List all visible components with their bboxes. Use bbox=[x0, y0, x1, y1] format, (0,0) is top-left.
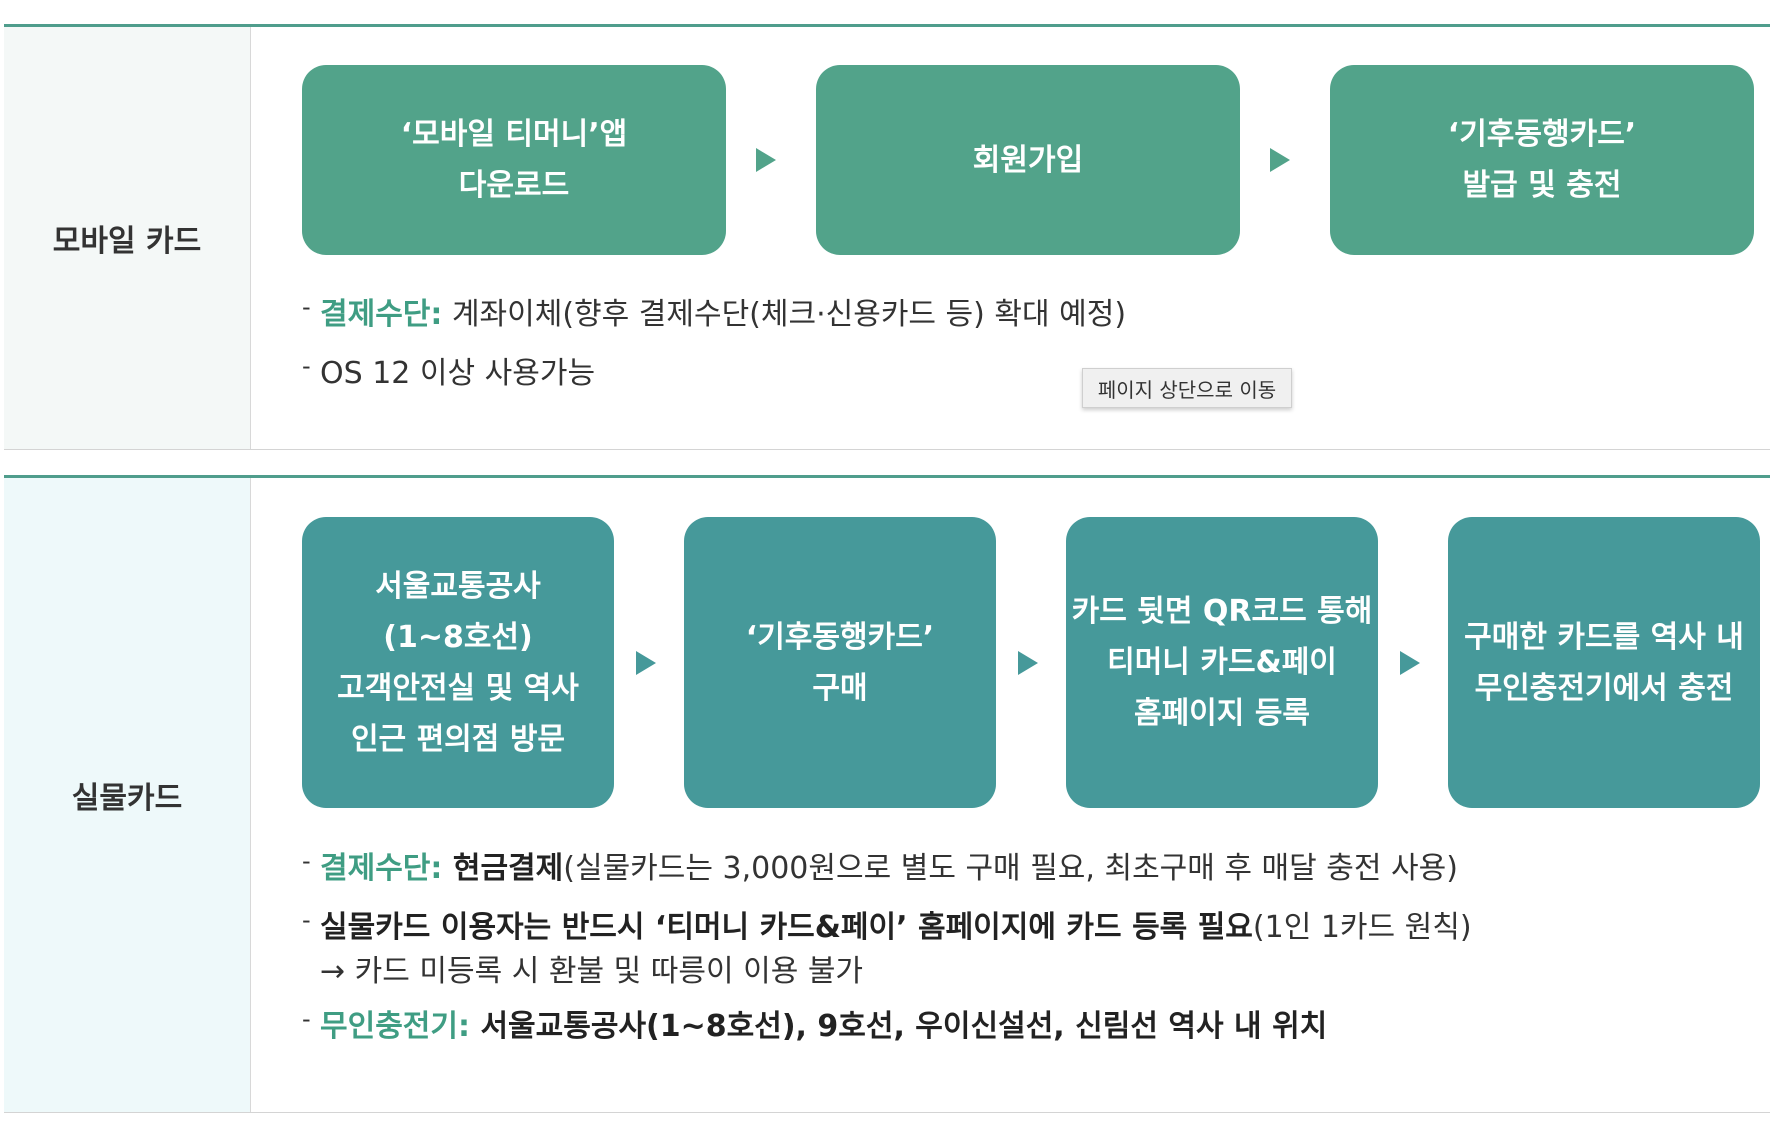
note-text: 계좌이체(향후 결제수단(체크·신용카드 등) 확대 예정) bbox=[442, 297, 1127, 332]
mobile-notes: 결제수단: 계좌이체(향후 결제수단(체크·신용카드 등) 확대 예정) OS … bbox=[302, 284, 1127, 410]
note-payment-method: 결제수단: 계좌이체(향후 결제수단(체크·신용카드 등) 확대 예정) bbox=[302, 284, 1127, 338]
step-signup: 회원가입 bbox=[816, 65, 1240, 255]
note-text: (1인 1카드 원칙) bbox=[1252, 910, 1472, 945]
section-label-physical: 실물카드 bbox=[4, 478, 251, 1112]
physical-content: 서울교통공사 (1~8호선) 고객안전실 및 역사 인근 편의점 방문 ‘기후동… bbox=[251, 478, 1770, 1112]
arrow-right-icon bbox=[756, 148, 776, 172]
note-kiosk-locations: 무인충전기: 서울교통공사(1~8호선), 9호선, 우이신설선, 신림선 역사… bbox=[302, 996, 1472, 1050]
note-text: OS 12 이상 사용가능 bbox=[320, 356, 596, 391]
step-charge-kiosk: 구매한 카드를 역사 내 무인충전기에서 충전 bbox=[1448, 517, 1760, 808]
scroll-to-top-tooltip[interactable]: 페이지 상단으로 이동 bbox=[1082, 368, 1292, 408]
arrow-right-icon bbox=[1270, 148, 1290, 172]
note-key: 결제수단: bbox=[320, 297, 443, 332]
note-strong: 실물카드 이용자는 반드시 ‘티머니 카드&페이’ 홈페이지에 카드 등록 필요 bbox=[320, 910, 1253, 945]
note-payment-method: 결제수단: 현금결제(실물카드는 3,000원으로 별도 구매 필요, 최초구매… bbox=[302, 838, 1472, 892]
physical-card-section: 실물카드 서울교통공사 (1~8호선) 고객안전실 및 역사 인근 편의점 방문… bbox=[4, 475, 1770, 1113]
step-visit-store: 서울교통공사 (1~8호선) 고객안전실 및 역사 인근 편의점 방문 bbox=[302, 517, 614, 808]
step-purchase-card: ‘기후동행카드’ 구매 bbox=[684, 517, 996, 808]
arrow-right-icon bbox=[1018, 650, 1038, 675]
note-key: 무인충전기: bbox=[320, 1009, 470, 1044]
step-issue-charge: ‘기후동행카드’ 발급 및 충전 bbox=[1330, 65, 1754, 255]
physical-notes: 결제수단: 현금결제(실물카드는 3,000원으로 별도 구매 필요, 최초구매… bbox=[302, 838, 1472, 1063]
mobile-content: ‘모바일 티머니’앱 다운로드 회원가입 ‘기후동행카드’ 발급 및 충전 결제… bbox=[251, 27, 1770, 449]
arrow-right-icon bbox=[1400, 650, 1420, 675]
step-app-download: ‘모바일 티머니’앱 다운로드 bbox=[302, 65, 726, 255]
section-label-mobile: 모바일 카드 bbox=[4, 27, 251, 449]
note-registration-required: 실물카드 이용자는 반드시 ‘티머니 카드&페이’ 홈페이지에 카드 등록 필요… bbox=[302, 897, 1472, 951]
note-strong: 서울교통공사(1~8호선), 9호선, 우이신설선, 신림선 역사 내 위치 bbox=[470, 1009, 1328, 1044]
note-strong: 현금결제 bbox=[442, 851, 564, 886]
note-key: 결제수단: bbox=[320, 851, 443, 886]
mobile-card-section: 모바일 카드 ‘모바일 티머니’앱 다운로드 회원가입 ‘기후동행카드’ 발급 … bbox=[4, 24, 1770, 450]
mobile-steps: ‘모바일 티머니’앱 다운로드 회원가입 ‘기후동행카드’ 발급 및 충전 bbox=[302, 65, 1754, 255]
arrow-right-icon bbox=[636, 650, 656, 675]
note-os-requirement: OS 12 이상 사용가능 bbox=[302, 343, 1126, 397]
step-register-qr: 카드 뒷면 QR코드 통해 티머니 카드&페이 홈페이지 등록 bbox=[1066, 517, 1378, 808]
physical-steps: 서울교통공사 (1~8호선) 고객안전실 및 역사 인근 편의점 방문 ‘기후동… bbox=[302, 517, 1760, 808]
note-unregistered-warning: → 카드 미등록 시 환불 및 따릉이 이용 불가 bbox=[320, 954, 864, 989]
note-text: (실물카드는 3,000원으로 별도 구매 필요, 최초구매 후 매달 충전 사… bbox=[563, 851, 1458, 886]
